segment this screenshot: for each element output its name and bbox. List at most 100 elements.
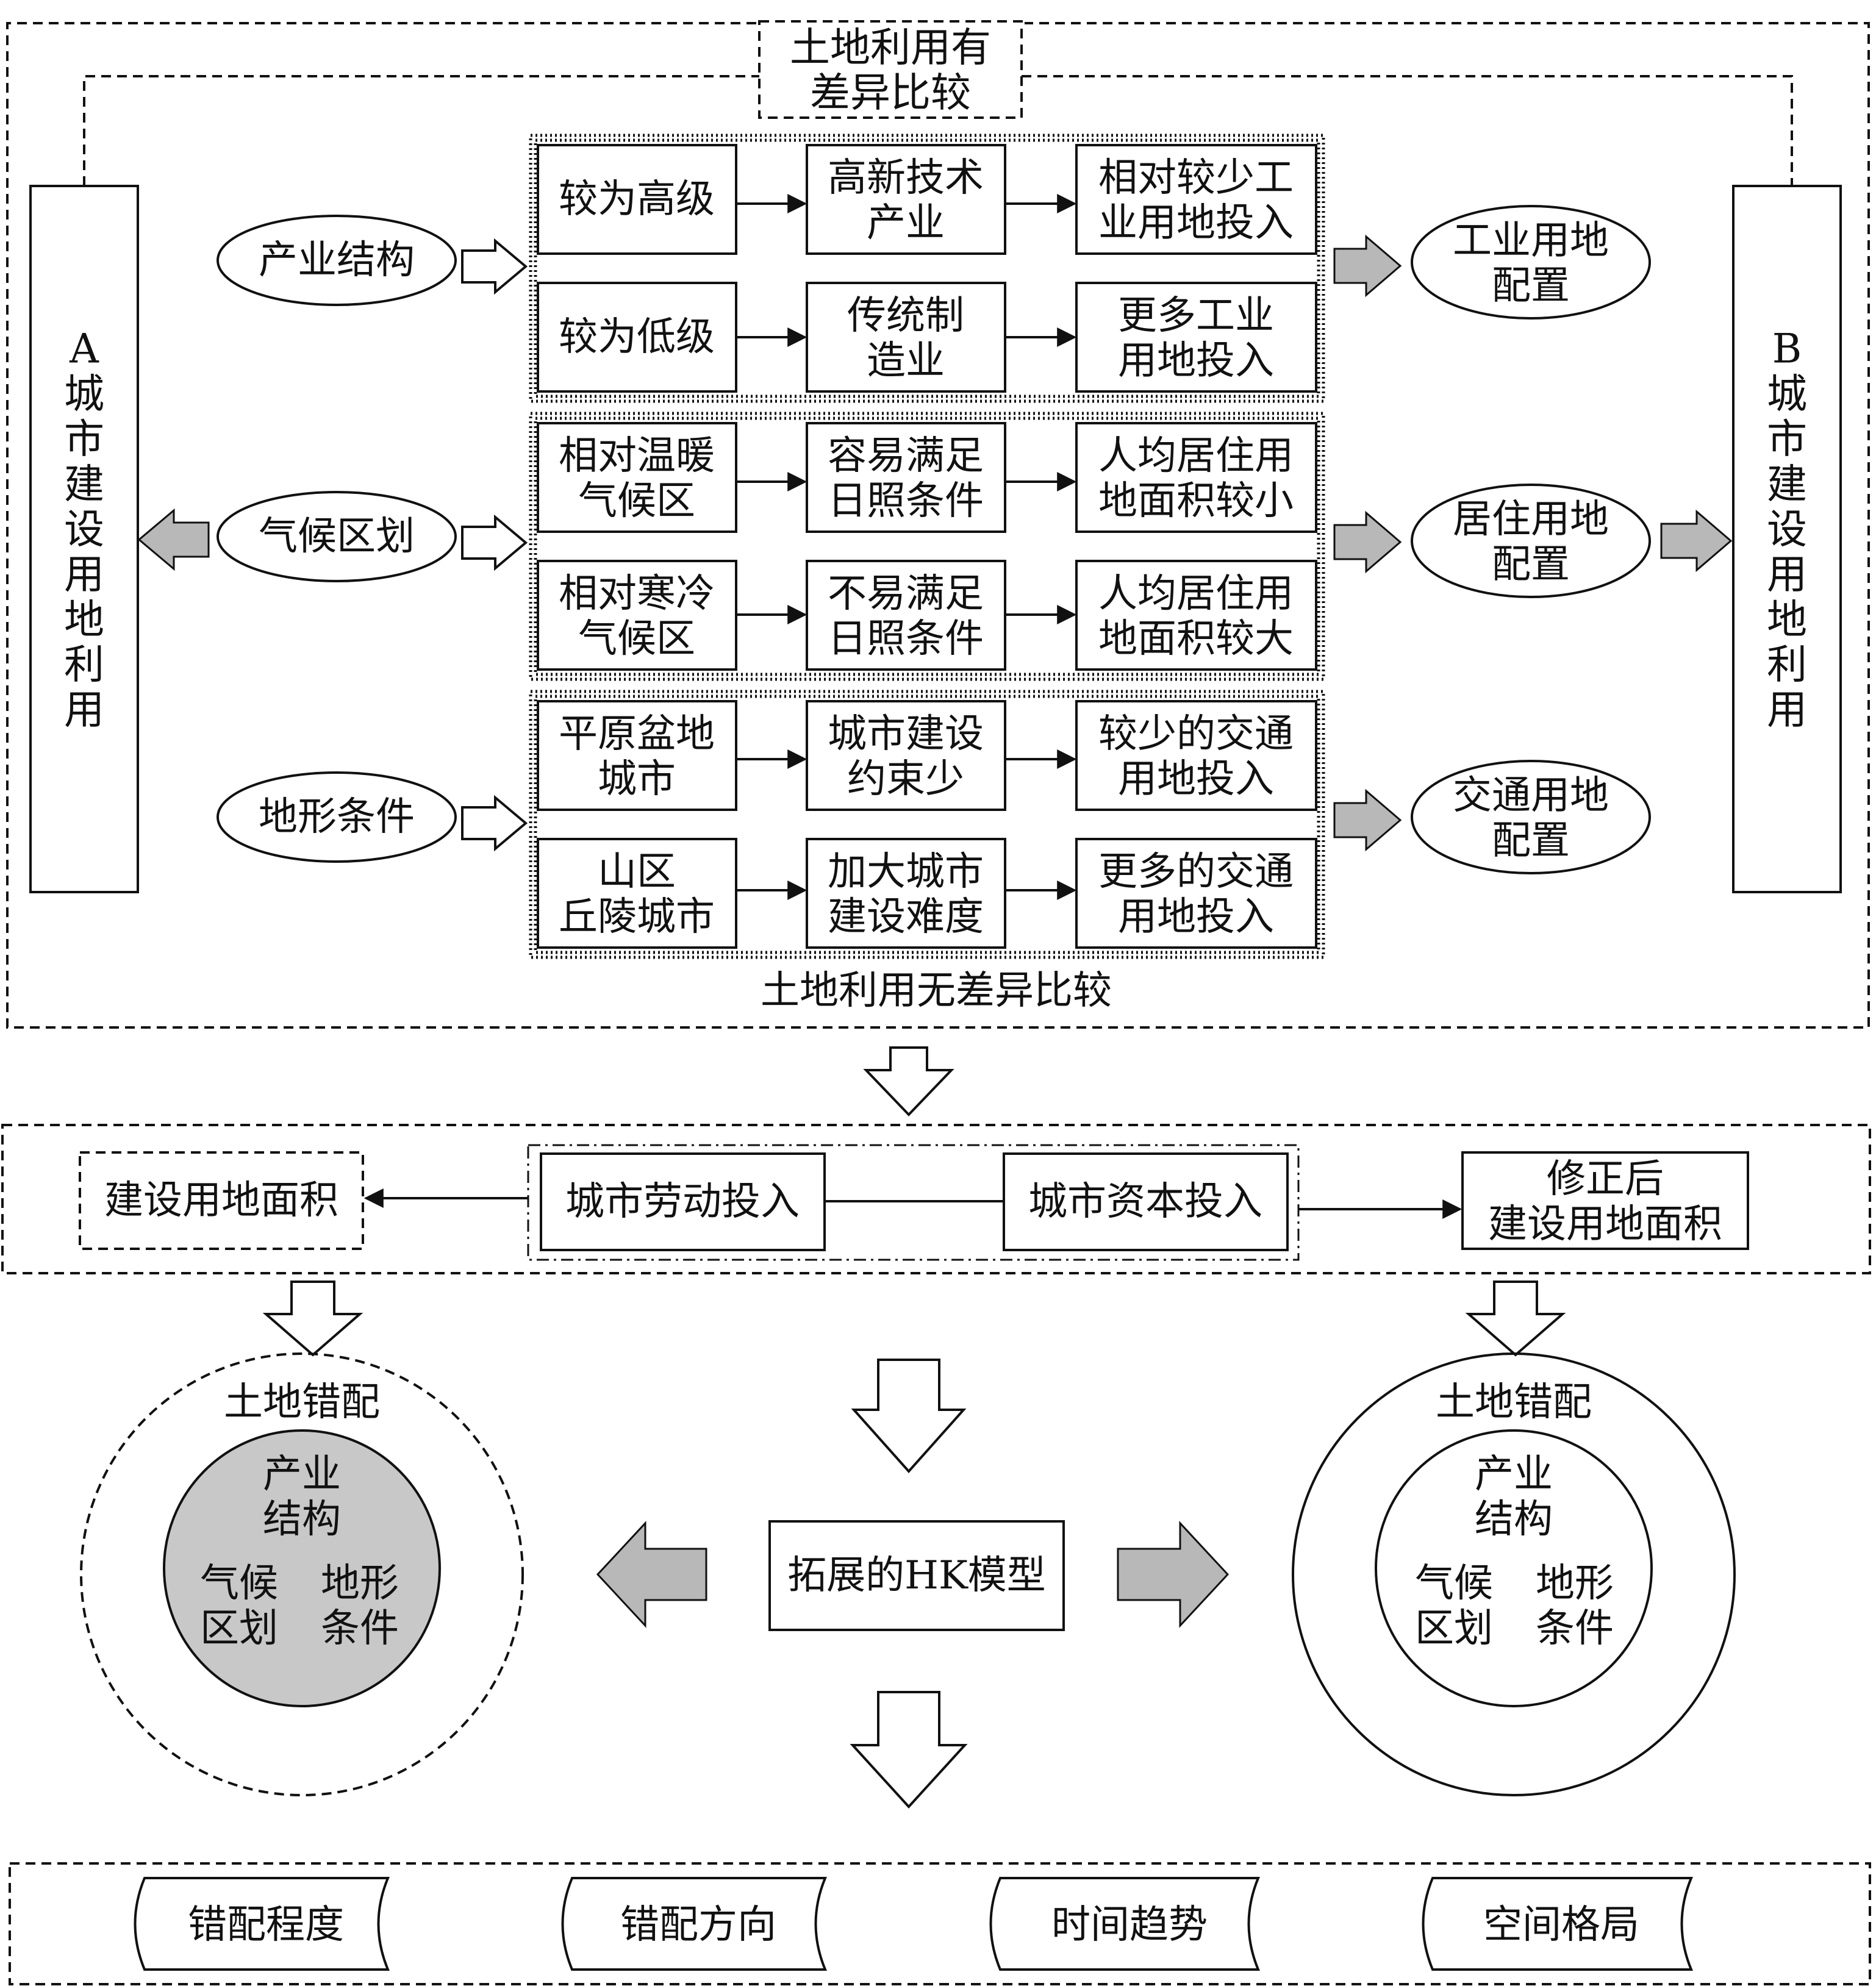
city-a-char: 用 [64, 687, 104, 734]
factor-climate-label: 气候区划 [259, 514, 415, 559]
industry-outcome-arrow [1333, 234, 1402, 298]
industry-low-mid-line-1: 传统制 [847, 293, 964, 338]
industry-high-mid-box [806, 144, 1006, 255]
left-terrain-line-2: 条件 [321, 1606, 399, 1651]
right-terrain-line-2: 条件 [1536, 1606, 1614, 1651]
factor-climate-ellipse [217, 491, 457, 582]
climate-warm-result-line-2: 地面积较小 [1098, 479, 1294, 524]
transport-land-line-1: 交通用地 [1453, 773, 1609, 818]
city-a-char: 用 [64, 551, 104, 598]
factor-industry-ellipse [217, 215, 457, 306]
city-a-char: 城 [64, 371, 104, 418]
right-factors-circle [1375, 1429, 1653, 1707]
result-label: 时间趋势 [1051, 1902, 1208, 1948]
climate-cold-mid-line-1: 不易满足 [828, 571, 984, 616]
climate-cold-mid-line-2: 日照条件 [828, 616, 984, 662]
left-industry-line-1: 产业 [263, 1452, 341, 1497]
terrain-outcome-arrow [1333, 788, 1402, 852]
climate-warm-cause-line-1: 相对温暖 [559, 434, 715, 479]
result-banner [989, 1877, 1260, 1971]
left-industry-line-2: 结构 [263, 1497, 341, 1542]
no-difference-label: 土地利用无差异比较 [761, 968, 1112, 1013]
corrected-area-line-2: 建设用地面积 [1488, 1202, 1722, 1247]
terrain-hill-mid-box [806, 838, 1006, 949]
factor-industry-arrow [461, 238, 528, 295]
industrial-land-line-2: 配置 [1492, 263, 1570, 309]
result-label: 空间格局 [1483, 1902, 1639, 1948]
result-banner [1422, 1877, 1693, 1971]
difference-label-line-2: 差异比较 [810, 70, 971, 116]
to-model-arrow [851, 1359, 967, 1474]
top-to-middle-arrow [863, 1046, 954, 1116]
right-industry-line-1: 产业 [1475, 1452, 1553, 1497]
model-section: 土地错配 产业 结构 气候 区划 地形 条件 拓展的HK模型 土地错配 产业 结… [80, 1352, 1736, 1809]
left-terrain-line-1: 地形 [321, 1561, 399, 1606]
climate-to-city-a-arrow [137, 508, 210, 571]
result-item: 空间格局 [1422, 1877, 1693, 1971]
industry-low-mid-line-2: 造业 [867, 338, 945, 384]
climate-cold-cause-line-1: 相对寒冷 [559, 571, 715, 616]
city-b-char: 市 [1767, 416, 1807, 463]
built-area-label: 建设用地面积 [104, 1178, 338, 1223]
terrain-plain-result-line-2: 用地投入 [1118, 757, 1274, 802]
city-a-char: 地 [64, 596, 104, 643]
climate-warm-result-box [1075, 422, 1317, 533]
city-b-label: B 城 市 建 设 用 地 利 用 [1767, 326, 1807, 734]
city-a-char: 建 [64, 461, 104, 508]
climate-outcome-arrow [1333, 510, 1402, 574]
hk-model-label: 拓展的HK模型 [787, 1553, 1046, 1598]
residential-land-line-1: 居住用地 [1453, 497, 1609, 542]
industry-group-frame [529, 134, 1325, 403]
factor-industry-label: 产业结构 [259, 238, 415, 283]
climate-cold-result-line-2: 地面积较大 [1098, 616, 1294, 662]
right-terrain-line-1: 地形 [1536, 1561, 1614, 1606]
terrain-plain-cause-line-2: 城市 [598, 757, 676, 802]
climate-warm-row: 相对温暖 气候区 容易满足 日照条件 人均居住用 地面积较小 [537, 422, 1317, 533]
middle-section: 建设用地面积 城市劳动投入 城市资本投入 修正后 建设用地面积 [1, 1124, 1871, 1274]
terrain-plain-result-line-1: 较少的交通 [1098, 712, 1294, 757]
right-misallocation-circle [1292, 1352, 1736, 1796]
industrial-land-line-1: 工业用地 [1453, 218, 1609, 263]
industry-group-frame-inner [534, 138, 1320, 398]
factor-terrain-arrow [461, 795, 528, 852]
terrain-hill-result-line-1: 更多的交通 [1098, 849, 1294, 895]
result-label: 错配方向 [620, 1902, 776, 1948]
terrain-hill-mid-line-2: 建设难度 [828, 895, 984, 940]
industry-high-result-line-1: 相对较少工 [1098, 155, 1294, 201]
terrain-plain-cause-line-1: 平原盆地 [559, 712, 715, 757]
transport-land-ellipse [1411, 760, 1651, 874]
left-factors-circle [163, 1429, 441, 1707]
terrain-hill-mid-line-1: 加大城市 [828, 849, 984, 895]
industry-low-result-line-1: 更多工业 [1118, 293, 1274, 338]
city-b-char: 建 [1767, 461, 1807, 508]
terrain-plain-mid-box [806, 700, 1006, 811]
climate-group-frame [529, 412, 1325, 681]
city-b-char: 用 [1767, 551, 1807, 598]
right-climate-line-2: 区划 [1415, 1606, 1493, 1651]
terrain-plain-row: 平原盆地 城市 城市建设 约束少 较少的交通 用地投入 [537, 700, 1317, 811]
result-banner [134, 1877, 390, 1971]
to-left-circle-arrow [262, 1281, 363, 1357]
model-right-arrow [1117, 1521, 1230, 1628]
factor-terrain-label: 地形条件 [259, 795, 415, 840]
climate-cold-row: 相对寒冷 气候区 不易满足 日照条件 人均居住用 地面积较大 [537, 560, 1317, 671]
difference-label-line-1: 土地利用有 [790, 24, 991, 71]
residential-land-ellipse [1411, 484, 1651, 598]
right-misallocation-label: 土地错配 [1436, 1380, 1592, 1425]
climate-warm-mid-line-2: 日照条件 [828, 479, 984, 524]
difference-connector [83, 75, 1793, 186]
climate-warm-mid-box [806, 422, 1006, 533]
city-a-box [29, 185, 139, 893]
city-b-char: B [1772, 326, 1802, 373]
terrain-group-frame-inner [534, 695, 1320, 954]
industry-high-mid-line-1: 高新技术 [828, 155, 984, 201]
terrain-hill-cause-line-1: 山区 [598, 849, 676, 895]
capital-input-label: 城市资本投入 [1028, 1179, 1262, 1224]
result-item: 时间趋势 [989, 1877, 1260, 1971]
city-a-char: 利 [64, 641, 104, 688]
transport-land-line-2: 配置 [1492, 818, 1570, 863]
hk-model-box [768, 1520, 1065, 1631]
climate-cold-result-box [1075, 560, 1317, 671]
city-b-char: 利 [1767, 641, 1807, 688]
